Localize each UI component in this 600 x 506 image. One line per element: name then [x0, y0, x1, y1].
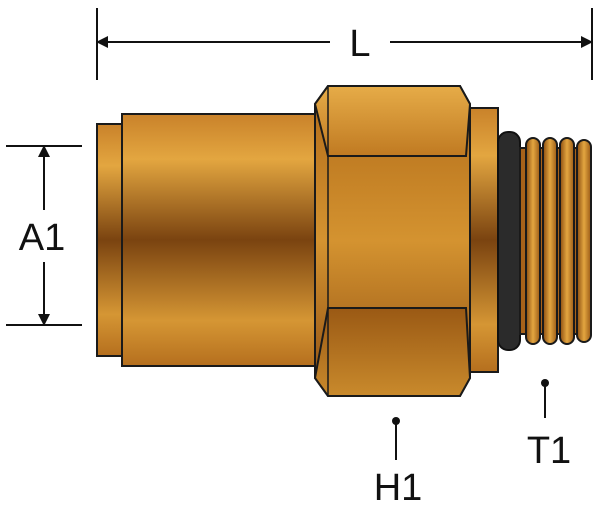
- hex-label: H1: [374, 467, 423, 506]
- hex-top-face: [313, 85, 472, 157]
- collet-ring: [96, 123, 124, 357]
- hex-dimension: H1: [374, 417, 423, 506]
- threaded-end: [519, 137, 592, 345]
- thread-crest-1: [525, 137, 541, 345]
- tube-od-label: A1: [19, 217, 65, 259]
- o-ring: [497, 131, 521, 351]
- thread-crest-4: [576, 139, 592, 343]
- thread-crest-3: [559, 137, 575, 345]
- thread-shoulder: [469, 107, 499, 373]
- thread-label: T1: [527, 430, 571, 472]
- fitting-body: [96, 85, 592, 397]
- tube-body: [121, 113, 323, 367]
- hex-nut: [313, 85, 472, 397]
- tube-od-dimension: A1: [6, 145, 82, 326]
- hex-bottom-face: [313, 307, 472, 397]
- length-dimension: L: [96, 8, 593, 80]
- length-label: L: [349, 23, 370, 65]
- thread-dimension: T1: [527, 379, 571, 472]
- thread-crest-2: [542, 137, 558, 345]
